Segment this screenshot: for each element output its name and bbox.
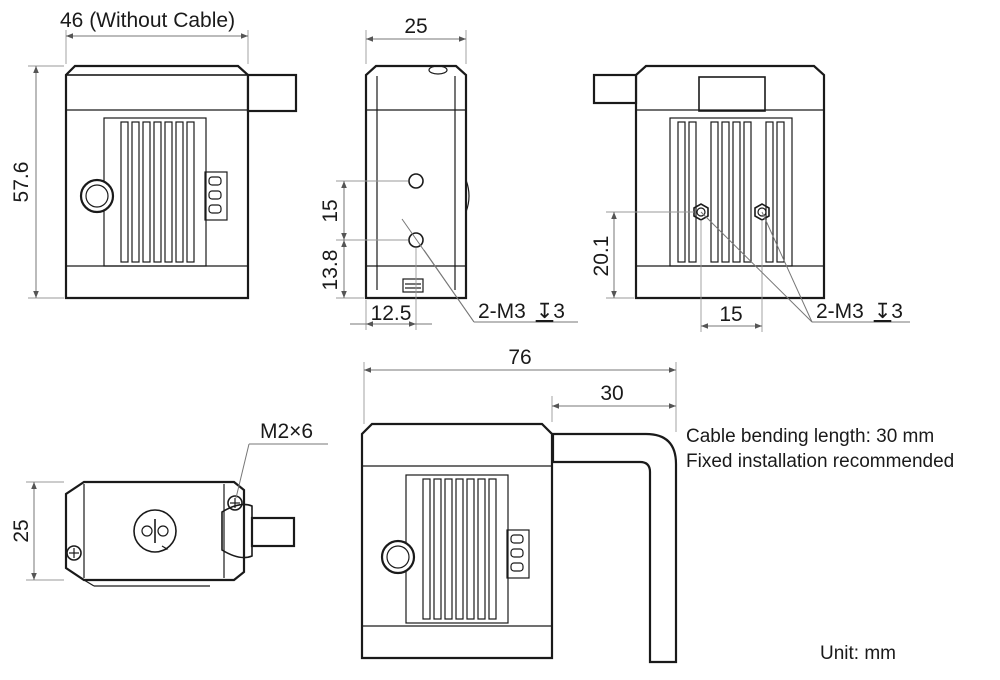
front-height-label: 57.6 — [10, 162, 33, 203]
rear-depth-symbol: ↧ — [874, 300, 892, 323]
top-height-label: 25 — [10, 519, 33, 542]
top-view: 25 M2×6 — [10, 420, 328, 587]
cable-offset-label: 30 — [600, 382, 623, 405]
screw-spec-label: M2×6 — [260, 420, 313, 443]
front-indicators — [204, 171, 228, 221]
front-width-label: 46 (Without Cable) — [60, 9, 235, 32]
rear-mount-hole-right — [754, 203, 770, 221]
focus-knob-icon — [133, 509, 177, 553]
rear-fin-panel — [669, 117, 793, 267]
cable-view: 76 30 — [360, 346, 678, 664]
side-mount-hole-lower — [408, 232, 424, 248]
side-depth-symbol: ↧ — [536, 300, 554, 323]
rear-height-label: 20.1 — [590, 236, 613, 277]
unit-label: Unit: mm — [820, 643, 896, 664]
cable-view-indicators — [506, 529, 530, 579]
side-hole-pitch-label: 15 — [319, 199, 342, 222]
front-fin-panel — [103, 117, 207, 267]
cable-view-fin-panel — [405, 474, 509, 624]
side-mount-hole-upper — [408, 173, 424, 189]
note-installation: Fixed installation recommended — [686, 451, 954, 472]
rear-mount-hole-left — [693, 203, 709, 221]
side-hole-bottom-label: 13.8 — [319, 250, 342, 291]
rear-view: 20.1 15 2-M3 ↧3 — [590, 64, 910, 332]
total-length-label: 76 — [508, 346, 531, 369]
side-width-label: 25 — [404, 15, 427, 38]
rear-hole-pitch-label: 15 — [719, 303, 742, 326]
note-cable-bending: Cable bending length: 30 mm — [686, 426, 934, 447]
phillips-screw-icon-lower — [66, 545, 82, 561]
cable-view-lens — [380, 539, 416, 575]
phillips-screw-icon — [227, 495, 243, 511]
side-view: 25 15 13.8 12.5 2-M3 ↧3 — [319, 15, 578, 330]
front-lens — [79, 178, 115, 214]
side-thread-label: 2-M3 ↧3 — [478, 300, 565, 323]
front-view: 46 (Without Cable) 57.6 — [10, 9, 298, 300]
rear-thread-label: 2-M3 ↧3 — [816, 300, 903, 323]
side-hole-offset-label: 12.5 — [371, 302, 412, 325]
